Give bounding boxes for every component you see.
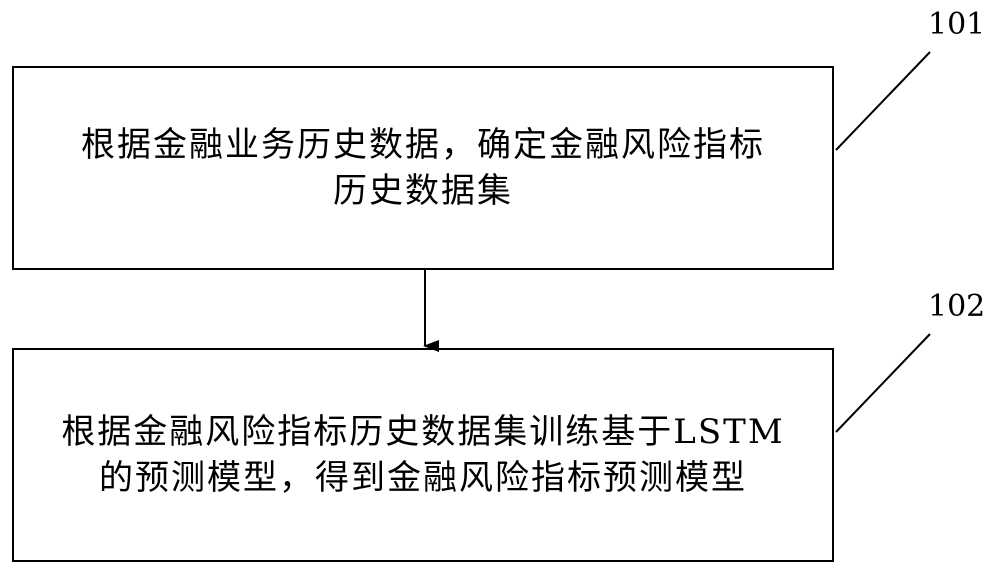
step-101-text-line-1: 根据金融业务历史数据，确定金融风险指标 [81,125,765,165]
step-102-text-line-1: 根据金融风险指标历史数据集训练基于LSTM [61,412,785,452]
step-101-text-line-2: 历史数据集 [333,171,513,211]
step-ref-label-101: 101 [928,7,986,42]
step-box-102: 根据金融风险指标历史数据集训练基于LSTM 的预测模型，得到金融风险指标预测模型 [12,348,834,562]
leader-line-101 [835,51,931,151]
step-ref-label-102: 102 [928,289,986,324]
leader-line-102 [835,333,931,433]
step-box-101: 根据金融业务历史数据，确定金融风险指标 历史数据集 [12,66,834,270]
step-102-text-line-2: 的预测模型，得到金融风险指标预测模型 [99,458,747,498]
